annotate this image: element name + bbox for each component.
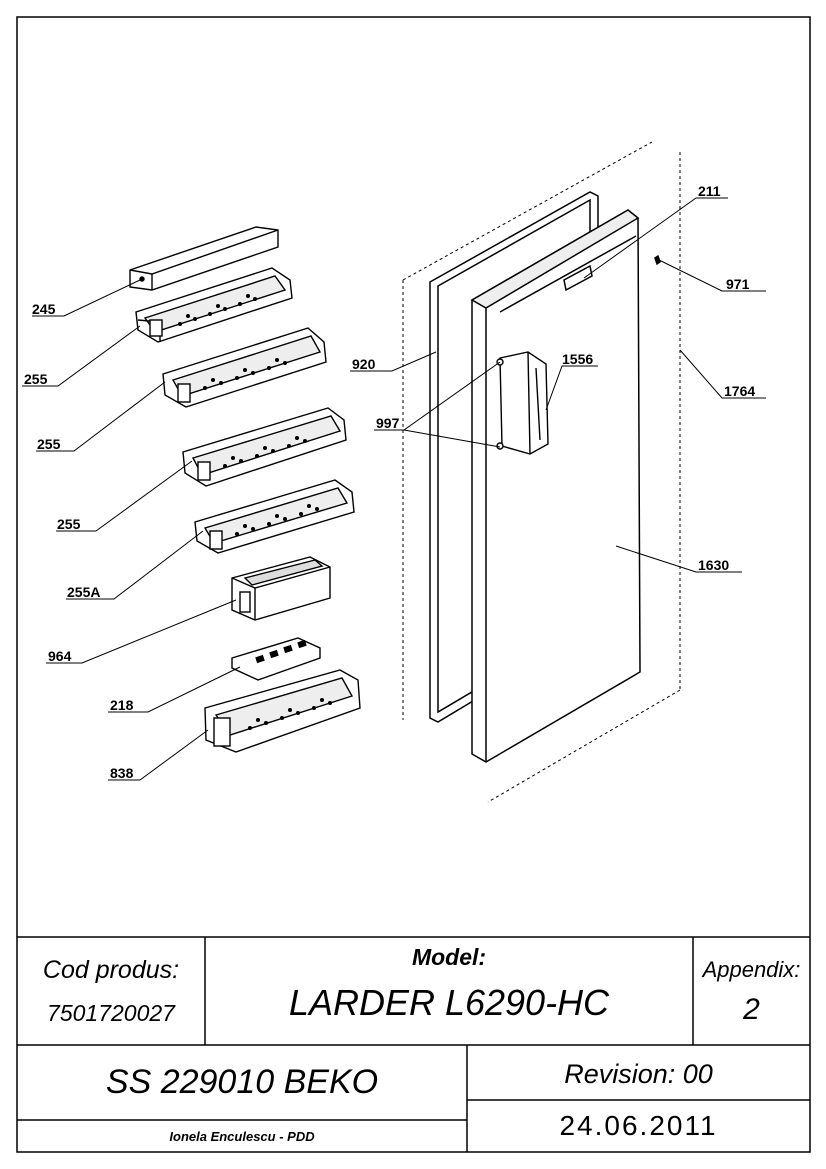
part-255-shelf-1 xyxy=(135,267,293,343)
part-218-cover xyxy=(231,637,321,681)
part-838-large-shelf xyxy=(204,669,361,753)
ss-code: SS 229010 BEKO xyxy=(105,1063,379,1101)
part-964-box xyxy=(231,556,331,621)
part-255A-shelf xyxy=(194,479,355,554)
label-211: 211 xyxy=(698,183,721,199)
cod-produs-value: 7501720027 xyxy=(47,999,175,1026)
model-label: Model: xyxy=(411,943,487,970)
part-245-bar xyxy=(129,226,279,291)
label-255-1: 255 xyxy=(24,371,48,387)
revision: Revision: 00 xyxy=(564,1058,713,1089)
part-1556-handle xyxy=(496,351,549,455)
label-255-2: 255 xyxy=(37,436,61,452)
appendix-value: 2 xyxy=(743,993,760,1026)
door-axis-lines xyxy=(402,141,681,803)
label-838: 838 xyxy=(110,765,134,781)
author: Ionela Enculescu - PDD xyxy=(169,1128,315,1144)
cod-produs-label: Cod produs: xyxy=(42,955,180,984)
sheet-frame xyxy=(16,16,811,1153)
label-1556: 1556 xyxy=(562,351,593,367)
revision-date: 24.06.2011 xyxy=(559,1110,718,1141)
label-964: 964 xyxy=(48,648,72,664)
label-245: 245 xyxy=(32,301,56,317)
appendix-label: Appendix: xyxy=(702,957,801,982)
part-255-shelf-2 xyxy=(162,327,327,408)
model-value: LARDER L6290-HC xyxy=(288,981,610,1023)
part-labels: 245 255 255 255 255A 964 218 838 920 997… xyxy=(24,183,755,781)
label-1630: 1630 xyxy=(698,557,729,573)
part-255-shelf-3 xyxy=(182,407,347,487)
label-255A: 255A xyxy=(67,584,100,600)
label-971: 971 xyxy=(726,276,750,292)
label-997: 997 xyxy=(376,415,400,431)
part-1630-door xyxy=(470,209,661,763)
title-block-grid xyxy=(17,936,810,1152)
label-1764: 1764 xyxy=(724,383,755,399)
leader-lines xyxy=(22,197,766,781)
label-255-3: 255 xyxy=(57,516,81,532)
label-218: 218 xyxy=(110,697,134,713)
label-920: 920 xyxy=(352,356,376,372)
